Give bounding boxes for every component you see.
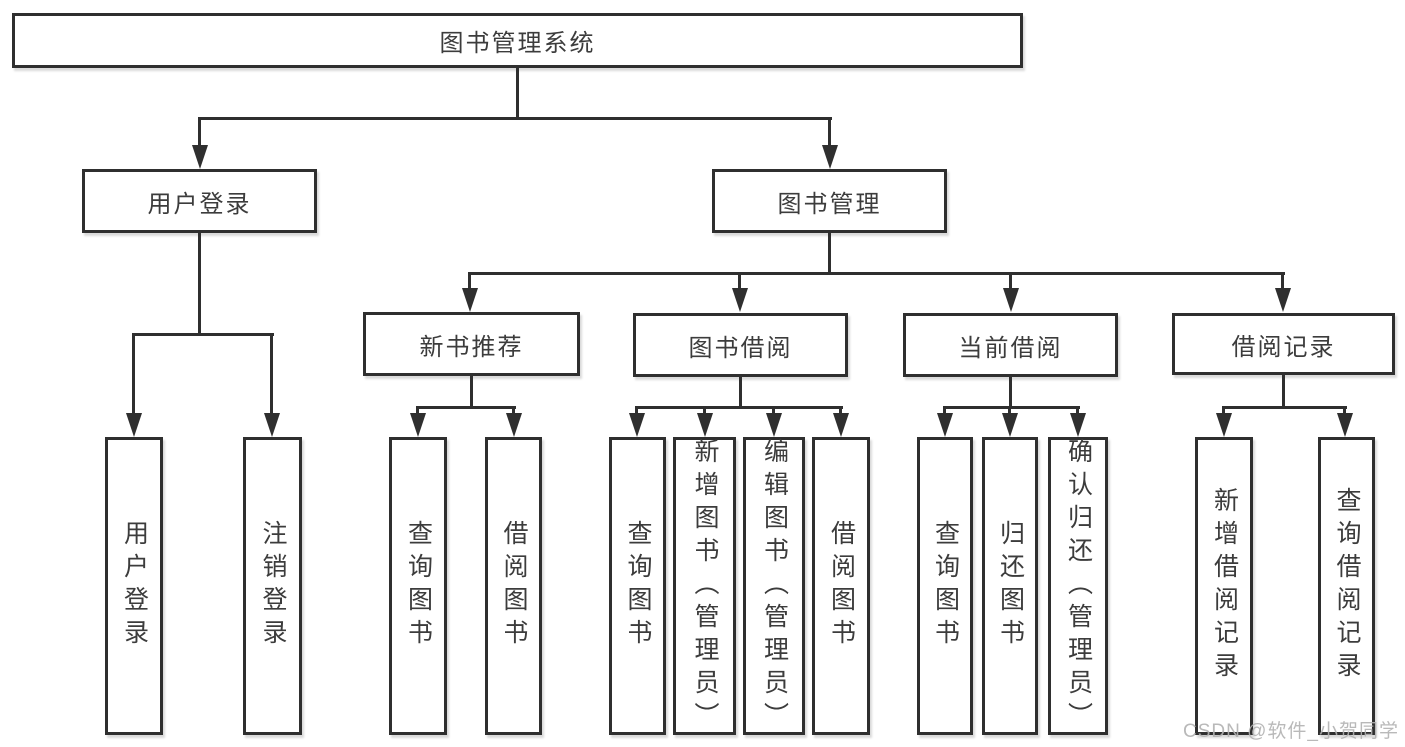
leaf-borrow-add-books-admin: 新增图书（管理员）	[673, 437, 736, 735]
node-book-borrowing: 图书借阅	[633, 313, 848, 377]
arrow-down-icon	[264, 413, 280, 437]
connector-line	[1281, 272, 1284, 290]
leaf-current-query-books: 查询图书	[917, 437, 973, 735]
connector-line	[512, 406, 515, 415]
node-label: 图书管理	[777, 190, 882, 218]
leaf-borrow-edit-books-admin: 编辑图书（管理员）	[743, 437, 805, 735]
connector-line	[516, 68, 519, 118]
arrow-down-icon	[732, 288, 748, 312]
connector-line	[416, 406, 516, 409]
connector-line	[198, 233, 201, 336]
arrow-down-icon	[697, 413, 713, 437]
connector-line	[1222, 406, 1347, 409]
arrow-down-icon	[1216, 413, 1232, 437]
leaf-label: 查询图书	[931, 520, 960, 652]
csdn-watermark: CSDN @软件_小贺同学	[1183, 721, 1399, 742]
leaf-label: 借阅图书	[500, 520, 528, 652]
node-label: 用户登录	[147, 190, 252, 218]
node-label: 新书推荐	[419, 333, 524, 361]
arrow-down-icon	[126, 413, 142, 437]
arrow-down-icon	[1003, 288, 1019, 312]
connector-line	[1008, 406, 1011, 415]
leaf-label: 查询图书	[624, 520, 652, 652]
node-label: 借阅记录	[1231, 333, 1336, 361]
connector-line	[416, 406, 419, 415]
leaf-borrow-borrow-books: 借阅图书	[812, 437, 870, 735]
connector-line	[1282, 375, 1285, 408]
leaf-logout: 注销登录	[243, 437, 302, 735]
node-label: 当前借阅	[958, 334, 1063, 362]
node-library-system: 图书管理系统	[12, 13, 1023, 68]
connector-line	[635, 406, 638, 415]
connector-line	[828, 117, 831, 147]
connector-line	[270, 334, 273, 415]
leaf-rec-borrow-books: 借阅图书	[485, 437, 542, 735]
leaf-records-add-record: 新增借阅记录	[1195, 437, 1253, 735]
connector-line	[198, 117, 832, 120]
leaf-label: 用户登录	[120, 520, 149, 652]
connector-line	[1009, 377, 1012, 408]
connector-line	[1009, 272, 1012, 290]
connector-line	[943, 406, 946, 415]
leaf-label: 编辑图书（管理员）	[760, 437, 789, 735]
node-user-login: 用户登录	[82, 169, 317, 233]
arrow-down-icon	[192, 145, 208, 169]
connector-line	[1076, 406, 1079, 415]
leaf-label: 归还图书	[996, 520, 1025, 652]
connector-line	[468, 272, 471, 290]
connector-line	[839, 406, 842, 415]
connector-line	[468, 272, 1285, 275]
connector-line	[738, 272, 741, 290]
leaf-borrow-query-books: 查询图书	[609, 437, 666, 735]
connector-line	[772, 406, 775, 415]
connector-line	[739, 377, 742, 408]
arrow-down-icon	[937, 413, 953, 437]
node-label: 图书借阅	[688, 334, 793, 362]
connector-line	[703, 406, 706, 415]
leaf-label: 新增图书（管理员）	[691, 437, 719, 735]
leaf-label: 确认归还（管理员）	[1064, 437, 1093, 735]
node-book-management: 图书管理	[712, 169, 947, 233]
node-label: 图书管理系统	[439, 30, 596, 57]
leaf-current-confirm-return-admin: 确认归还（管理员）	[1048, 437, 1108, 735]
arrow-down-icon	[833, 413, 849, 437]
leaf-label: 借阅图书	[827, 520, 856, 652]
connector-line	[470, 376, 473, 408]
arrow-down-icon	[1275, 288, 1291, 312]
arrow-down-icon	[822, 145, 838, 169]
connector-line	[635, 406, 843, 409]
connector-line	[198, 117, 201, 147]
connector-line	[132, 334, 135, 415]
connector-line	[943, 406, 1080, 409]
node-borrow-records: 借阅记录	[1172, 313, 1395, 375]
node-new-book-recommend: 新书推荐	[363, 312, 580, 376]
leaf-rec-query-books: 查询图书	[389, 437, 447, 735]
connector-line	[1343, 406, 1346, 415]
arrow-down-icon	[766, 413, 782, 437]
leaf-label: 查询图书	[404, 520, 433, 652]
leaf-label: 新增借阅记录	[1210, 487, 1239, 685]
leaf-user-login: 用户登录	[105, 437, 163, 735]
connector-line	[828, 233, 831, 275]
arrow-down-icon	[410, 413, 426, 437]
connector-line	[1222, 406, 1225, 415]
arrow-down-icon	[506, 413, 522, 437]
arrow-down-icon	[629, 413, 645, 437]
node-current-borrowing: 当前借阅	[903, 313, 1118, 377]
leaf-current-return-books: 归还图书	[982, 437, 1038, 735]
arrow-down-icon	[1070, 413, 1086, 437]
arrow-down-icon	[462, 288, 478, 312]
arrow-down-icon	[1337, 413, 1353, 437]
leaf-label: 查询借阅记录	[1333, 487, 1361, 685]
connector-line	[132, 333, 274, 336]
leaf-label: 注销登录	[259, 520, 287, 652]
arrow-down-icon	[1002, 413, 1018, 437]
leaf-records-query-record: 查询借阅记录	[1318, 437, 1375, 735]
